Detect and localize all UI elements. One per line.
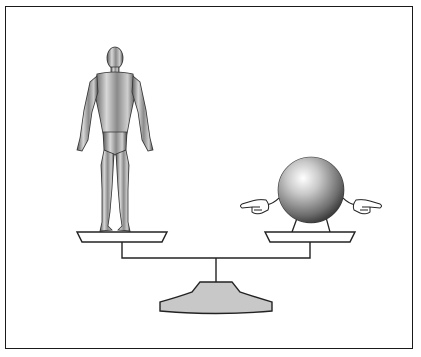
right-pan: [265, 232, 355, 242]
sphere-figure: [266, 157, 356, 232]
left-pan: [77, 232, 167, 242]
right-pointing-hand-icon: [353, 200, 381, 214]
scale-base: [160, 282, 272, 314]
humanoid-figure: [77, 47, 153, 231]
scale-stand: [122, 241, 310, 282]
left-pointing-hand-icon: [241, 200, 269, 214]
